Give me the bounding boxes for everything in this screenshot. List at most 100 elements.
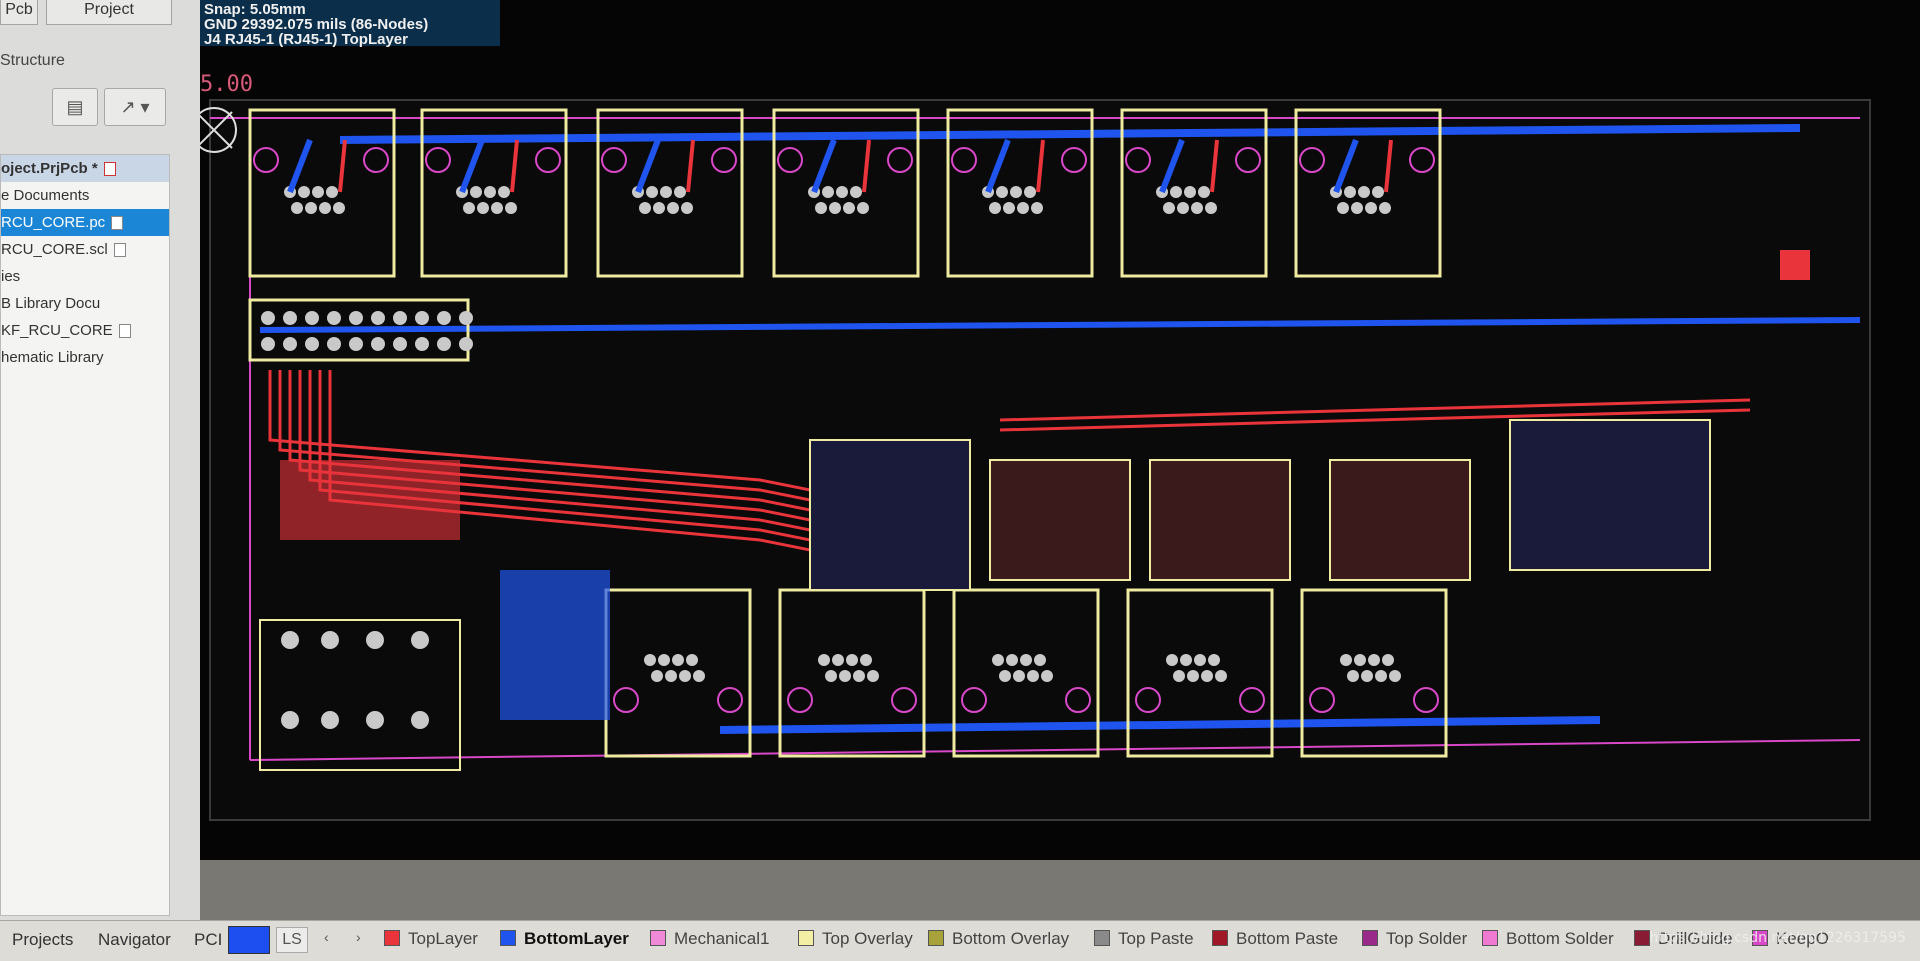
current-layer-swatch[interactable] — [228, 926, 270, 954]
rj45-pin-pad — [1177, 202, 1189, 214]
tree-item-schematic-doc[interactable]: RCU_CORE.scl. — [1, 236, 169, 263]
rj45-footprint — [1294, 108, 1442, 278]
tree-folder-schematic-library[interactable]: hematic Library — [1, 344, 169, 371]
rj45-pin-pad — [1010, 186, 1022, 198]
mounting-hole — [887, 147, 913, 173]
rj45-pin-pad — [1034, 654, 1046, 666]
rj45-pin-pad — [1344, 186, 1356, 198]
tree-item-label: KF_RCU_CORE — [1, 322, 113, 339]
rj45-pin-pad — [992, 654, 1004, 666]
rj45-footprint — [1120, 108, 1268, 278]
mounting-hole — [363, 147, 389, 173]
layer-tab-top-solder[interactable]: Top Solder — [1362, 925, 1467, 953]
layer-color-swatch — [1212, 930, 1228, 946]
layer-tab-drillguide[interactable]: DrillGuide — [1634, 925, 1733, 953]
rj45-pin-pad — [989, 202, 1001, 214]
rj45-pin-pad — [1198, 186, 1210, 198]
coordinate-label: 5.00 — [200, 72, 253, 97]
tree-item-library-doc[interactable]: KF_RCU_CORE. — [1, 317, 169, 344]
chevron-left-icon[interactable]: ‹ — [324, 929, 329, 945]
rj45-pin-pad — [1173, 670, 1185, 682]
layer-tab-bottom-solder[interactable]: Bottom Solder — [1482, 925, 1614, 953]
rj45-pin-pad — [1017, 202, 1029, 214]
doc-icon: . — [113, 243, 126, 258]
layer-tab-mechanical1[interactable]: Mechanical1 — [650, 925, 769, 953]
rj45-pin-pad — [639, 202, 651, 214]
tab-navigator[interactable]: Navigator — [98, 930, 171, 949]
layer-color-swatch — [1482, 930, 1498, 946]
canvas-scroll-area[interactable] — [200, 860, 1920, 920]
header-pin-pad — [459, 311, 473, 325]
layer-tab-label: Top Overlay — [822, 929, 913, 948]
layer-tab-label: Bottom Paste — [1236, 929, 1339, 948]
tree-folder-pcb-library[interactable]: B Library Docu — [1, 290, 169, 317]
layer-tab-label: KeepO — [1776, 929, 1829, 948]
doc-icon: . — [118, 324, 131, 339]
tree-project-node[interactable]: oject.PrjPcb *. — [1, 155, 169, 182]
tree-folder-libraries[interactable]: ies — [1, 263, 169, 290]
tab-pcb[interactable]: Pcb — [0, 0, 38, 25]
top-layer-trace — [862, 139, 871, 193]
tab-project[interactable]: Project — [46, 0, 172, 25]
pcb-layout-drawing[interactable] — [200, 0, 1920, 860]
rj45-pin-pad — [686, 654, 698, 666]
rj45-pin-pad — [298, 186, 310, 198]
layer-tab-toplayer[interactable]: TopLayer — [384, 925, 478, 953]
rj45-footprint — [420, 108, 568, 278]
rj45-pin-pad — [1013, 670, 1025, 682]
layer-tab-label: Top Paste — [1118, 929, 1194, 948]
rj45-pin-pad — [291, 202, 303, 214]
bottom-layer-trace — [459, 138, 485, 194]
header-pin-pad — [283, 337, 297, 351]
origin-marker-icon — [200, 111, 233, 146]
chevron-right-icon[interactable]: › — [356, 929, 361, 945]
layer-tab-bottomlayer[interactable]: BottomLayer — [500, 925, 629, 953]
rj45-pin-pad — [1027, 670, 1039, 682]
terminal-block — [259, 619, 461, 771]
workspace-icon[interactable]: ▤ — [52, 88, 98, 126]
mounting-hole — [1239, 687, 1265, 713]
export-menu-button[interactable]: ↗ ▾ — [104, 88, 166, 126]
tree-item-pcb-doc[interactable]: RCU_CORE.pc. — [1, 209, 169, 236]
tab-pcb-panel[interactable]: PCI — [194, 930, 223, 949]
tab-projects[interactable]: Projects — [12, 930, 74, 949]
rj45-pin-pad — [644, 654, 656, 666]
layer-color-swatch — [1752, 930, 1768, 946]
pcb-canvas[interactable] — [200, 0, 1920, 860]
rj45-pin-pad — [491, 202, 503, 214]
header-pin-pad — [393, 337, 407, 351]
layer-color-swatch — [500, 930, 516, 946]
layer-set-button[interactable]: LS — [276, 927, 308, 953]
layer-tab-label: Bottom Overlay — [952, 929, 1070, 948]
header-pin-pad — [305, 337, 319, 351]
rj45-pin-pad — [667, 202, 679, 214]
tree-folder-source-documents[interactable]: e Documents — [1, 182, 169, 209]
mounting-hole — [777, 147, 803, 173]
bottom-layer-trace — [985, 138, 1011, 194]
rj45-pin-pad — [658, 654, 670, 666]
mounting-hole — [961, 687, 987, 713]
layer-color-swatch — [1094, 930, 1110, 946]
layer-tab-bottom-paste[interactable]: Bottom Paste — [1212, 925, 1338, 953]
rj45-pin-pad — [693, 670, 705, 682]
mounting-hole — [1309, 687, 1335, 713]
top-layer-trace — [1384, 139, 1393, 193]
layer-color-swatch — [650, 930, 666, 946]
keepout-line — [249, 739, 1861, 761]
rj45-pin-pad — [674, 186, 686, 198]
rj45-pin-pad — [850, 186, 862, 198]
rj45-pin-pad — [1003, 202, 1015, 214]
rj45-pin-pad — [326, 186, 338, 198]
connector-header[interactable] — [248, 298, 470, 362]
header-pin-pad — [415, 311, 429, 325]
layer-tab-bottom-overlay[interactable]: Bottom Overlay — [928, 925, 1069, 953]
rj45-pin-pad — [312, 186, 324, 198]
layer-tab-top-paste[interactable]: Top Paste — [1094, 925, 1194, 953]
layer-tab-keepo[interactable]: KeepO — [1752, 925, 1829, 953]
layer-tab-top-overlay[interactable]: Top Overlay — [798, 925, 913, 953]
layer-tab-label: DrillGuide — [1658, 929, 1733, 948]
mounting-hole — [1235, 147, 1261, 173]
header-pin-pad — [437, 311, 451, 325]
header-pin-pad — [327, 311, 341, 325]
rj45-pin-pad — [843, 202, 855, 214]
